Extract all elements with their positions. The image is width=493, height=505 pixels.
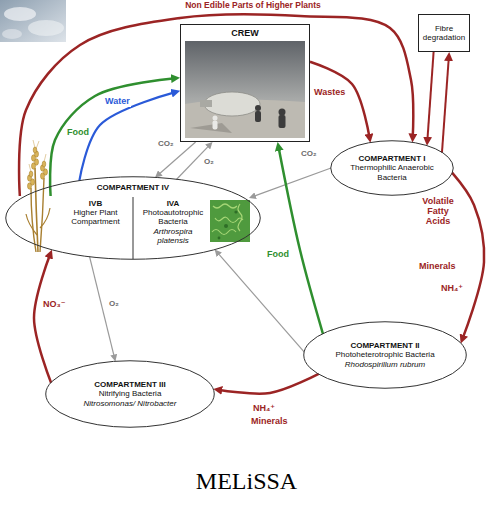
flow-label: NH₄⁺	[252, 404, 276, 414]
text-block: IVBHigher Plant Compartment	[61, 199, 130, 227]
node-heading: IVB	[61, 199, 130, 208]
flow-label: Minerals	[418, 262, 457, 272]
text-block: COMPARTMENT IIINitrifying BacteriaNitros…	[84, 380, 177, 408]
flow-arrow	[442, 57, 449, 153]
node-text: Photoheterotrophic Bacteria	[335, 350, 434, 359]
ellipse-border	[6, 177, 261, 260]
flow-label: Food	[66, 128, 90, 138]
compartment-ellipse: COMPARTMENT IIINitrifying BacteriaNitros…	[45, 360, 215, 428]
caption: MELiSSA	[0, 468, 493, 495]
flow-label: Minerals	[250, 417, 289, 427]
box-border	[419, 15, 470, 52]
text-block: COMPARTMENT IIPhotoheterotrophic Bacteri…	[335, 341, 434, 369]
ellipse-border	[46, 361, 215, 428]
sub-compartment: IVBHigher Plant Compartment	[10, 196, 133, 256]
flow-label: CO₂	[157, 140, 175, 149]
compartment-ellipse: COMPARTMENT IIPhotoheterotrophic Bacteri…	[303, 321, 467, 389]
node-text: Fibre degradation	[421, 24, 467, 42]
process-box: Fibre degradation	[418, 14, 470, 52]
flow-label: Non Edible Parts of Higher Plants	[184, 1, 322, 10]
flow-arrow	[50, 78, 175, 196]
node-heading: IVA	[138, 199, 208, 208]
crew-photo	[185, 41, 305, 138]
flow-arrow	[427, 52, 433, 141]
node-heading: COMPARTMENT III	[84, 380, 177, 389]
text-block: Fibre degradation	[421, 24, 467, 42]
flow-label: NH₄⁺	[440, 284, 464, 294]
text-block: COMPARTMENT IV	[97, 183, 169, 192]
compartment-ellipse: COMPARTMENT IThermophilic Anaerobic Bact…	[330, 140, 454, 196]
node-text: Nitrifying Bacteria	[84, 389, 177, 398]
flow-arrow	[34, 254, 51, 382]
flow-arrow	[79, 92, 175, 181]
photo-thumbnail	[0, 0, 66, 42]
node-heading: CREW	[231, 28, 259, 38]
compartment-ellipse: COMPARTMENT IV IVBHigher Plant Compartmen…	[5, 176, 261, 260]
flow-arrow	[218, 374, 318, 394]
box-outline	[180, 24, 310, 142]
node-heading: COMPARTMENT I	[346, 154, 438, 163]
flow-label: CO₂	[300, 150, 318, 159]
flow-arrow	[217, 252, 304, 352]
node-text: Nitrosomonas/ Nitrobacter	[84, 399, 177, 408]
flow-label: Wastes	[313, 88, 346, 98]
wheat-plant	[26, 140, 50, 252]
box-border	[181, 25, 310, 142]
node-heading: COMPARTMENT IV	[97, 183, 169, 192]
flow-label: Volatile Fatty Acids	[416, 197, 460, 227]
node-text: Arthrospira platensis	[138, 227, 208, 245]
node-text: Thermophilic Anaerobic Bacteria	[346, 163, 438, 181]
sub-compartment: IVAPhotoautotrophic BacteriaArthrospira …	[135, 198, 255, 258]
ellipse-border	[304, 322, 467, 389]
flow-label: O₂	[108, 300, 120, 309]
text-block: COMPARTMENT IThermophilic Anaerobic Bact…	[346, 154, 438, 182]
crew-box: CREW	[180, 24, 310, 142]
flow-arrow	[310, 62, 370, 138]
ellipse-border	[331, 141, 454, 196]
flow-label: Water	[104, 97, 131, 107]
node-heading: COMPARTMENT II	[335, 341, 434, 350]
flow-arrow	[279, 147, 323, 334]
node-text: Photoautotrophic Bacteria	[138, 208, 208, 226]
flow-label: Food	[266, 250, 290, 260]
flow-label: O₂	[203, 158, 215, 167]
node-text: Rhodospirillum rubrum	[335, 360, 434, 369]
box-outline	[135, 198, 255, 258]
spirulina-photo	[210, 200, 250, 242]
node-text: Higher Plant Compartment	[61, 208, 130, 226]
text-block: IVAPhotoautotrophic BacteriaArthrospira …	[138, 199, 208, 245]
text-block: CREW	[231, 28, 259, 38]
compartment-divider	[133, 197, 134, 259]
flow-label: NO₃⁻	[42, 300, 66, 310]
flow-arrow	[253, 168, 331, 197]
